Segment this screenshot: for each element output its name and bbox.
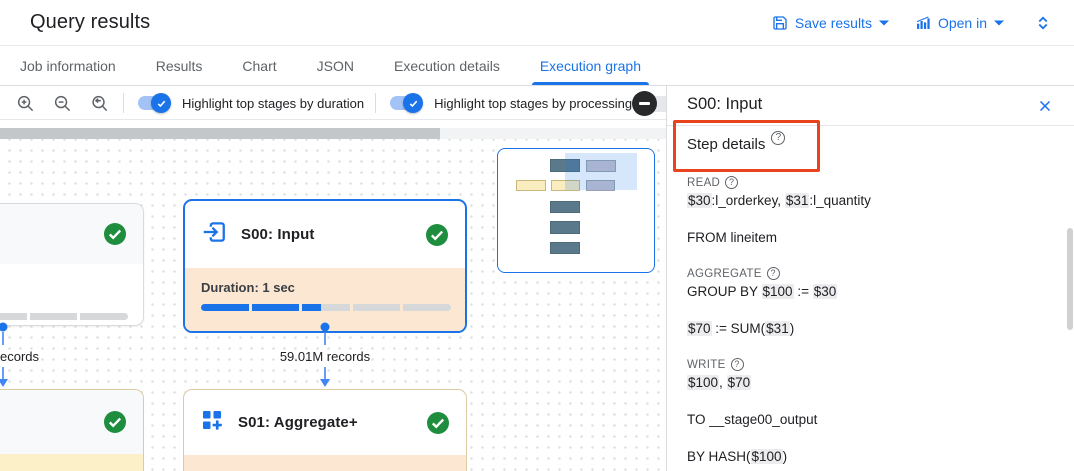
scrollbar-thumb[interactable]	[0, 128, 440, 139]
minimap-node	[550, 201, 580, 213]
chevron-down-icon	[878, 20, 889, 26]
stage-duration: Duration:	[200, 469, 450, 471]
edge-records-label: 59.01M records	[279, 349, 371, 364]
dark-toggle[interactable]	[632, 91, 666, 116]
minimap-node	[551, 180, 580, 191]
toolbar-divider	[123, 93, 124, 113]
open-in-button[interactable]: Open in	[915, 15, 1004, 31]
step-details-panel: S00: Input Step details ? READ? $30:l_ord…	[666, 86, 1074, 471]
chart-icon	[915, 15, 931, 31]
page-title: Query results	[30, 11, 151, 33]
tab-results[interactable]: Results	[155, 57, 203, 74]
section-label: AGGREGATE?	[687, 265, 1056, 282]
tab-execution-details[interactable]: Execution details	[393, 57, 500, 74]
minimap-node	[550, 242, 580, 254]
header: Query results Save results Open in	[0, 0, 1074, 46]
duration-band	[0, 454, 143, 471]
step-section: READ? $30:l_orderkey, $31:l_quantity	[687, 174, 1056, 211]
help-icon[interactable]: ?	[771, 131, 786, 145]
panel-title: S00: Input	[687, 95, 763, 113]
zoom-in-button[interactable]	[12, 90, 38, 116]
header-actions: Save results Open in	[772, 0, 1056, 46]
input-stage-icon	[201, 219, 227, 250]
toggle-duration-label: Highlight top stages by duration	[182, 95, 365, 111]
duration-band: Duration: 1 sec	[185, 268, 465, 331]
step-detail-line: $100, $70	[687, 375, 752, 390]
success-check-icon	[103, 410, 127, 434]
tab-chart[interactable]: Chart	[242, 57, 277, 74]
step-section: TO __stage00_output	[687, 410, 1056, 430]
chevron-down-icon	[994, 20, 1004, 26]
step-detail-line: $30:l_orderkey, $31:l_quantity	[687, 193, 871, 208]
save-results-label: Save results	[794, 15, 872, 31]
stage-title: S00: Input	[241, 226, 315, 243]
step-section: FROM lineitem	[687, 228, 1056, 248]
stage-node-s01[interactable]: S01: Aggregate+ Duration:	[183, 389, 467, 471]
stage-title: S01: Aggregate+	[238, 414, 358, 431]
tab-json[interactable]: JSON	[316, 57, 354, 74]
success-check-icon	[426, 411, 450, 435]
aggregate-stage-icon	[200, 408, 224, 437]
help-icon[interactable]: ?	[730, 358, 744, 371]
graph-minimap[interactable]	[497, 148, 655, 273]
help-icon[interactable]: ?	[766, 267, 780, 280]
edge-records-label-clipped: ecords	[0, 349, 40, 364]
zoom-reset-button[interactable]	[86, 90, 112, 116]
zoom-out-button[interactable]	[49, 90, 75, 116]
minimap-node	[586, 180, 615, 191]
minimap-node	[550, 221, 580, 234]
minimap-node	[550, 159, 580, 172]
open-in-label: Open in	[937, 15, 987, 31]
expand-collapse-button[interactable]	[1030, 10, 1056, 36]
section-label: WRITE?	[687, 356, 1056, 373]
close-icon[interactable]	[1036, 97, 1054, 115]
stage-duration: Duration: 1 sec	[201, 280, 295, 295]
stage-node-s00[interactable]: S00: Input Duration: 1 sec	[183, 199, 467, 333]
duration-band: Duration:	[184, 455, 466, 471]
toggle-highlight-duration[interactable]	[135, 93, 171, 113]
toolbar-divider	[375, 93, 377, 113]
execution-graph-canvas[interactable]: S00: Input Duration: 1 sec S01: Aggregat…	[0, 121, 666, 471]
step-details-heading: Step details ?	[687, 131, 786, 153]
stage-node-left-top[interactable]	[0, 203, 144, 326]
minimap-node	[586, 160, 616, 172]
help-icon[interactable]: ?	[725, 176, 739, 189]
step-section: $70 := SUM($31)	[687, 319, 1056, 339]
step-detail-line: $70 := SUM($31)	[687, 321, 795, 336]
panel-divider	[667, 125, 1074, 126]
stage-node-bottom-left[interactable]	[0, 389, 144, 471]
step-section: BY HASH($100)	[687, 447, 1056, 467]
toggle-highlight-processing[interactable]	[387, 93, 424, 113]
toggle-processing-label: Highlight top stages by processing	[434, 95, 633, 111]
horizontal-scrollbar[interactable]	[0, 128, 666, 139]
duration-progress-bar	[201, 304, 451, 311]
minimap-node	[516, 180, 546, 191]
save-icon	[772, 15, 788, 31]
step-detail-line: GROUP BY $100 := $30	[687, 284, 838, 299]
tab-job-information[interactable]: Job information	[20, 57, 116, 74]
step-detail-line: FROM lineitem	[687, 230, 778, 245]
save-results-button[interactable]: Save results	[772, 15, 889, 31]
panel-scrollbar-thumb[interactable]	[1067, 228, 1073, 330]
success-check-icon	[103, 222, 127, 246]
step-detail-line: TO __stage00_output	[687, 412, 818, 427]
section-label: READ?	[687, 174, 1056, 191]
step-section: AGGREGATE? GROUP BY $100 := $30	[687, 265, 1056, 302]
step-detail-line: BY HASH($100)	[687, 449, 788, 464]
graph-toolbar: Highlight top stages by duration Highlig…	[0, 87, 666, 120]
minus-icon	[639, 102, 650, 105]
tab-bar: Job information Results Chart JSON Execution…	[0, 46, 1074, 86]
success-check-icon	[425, 223, 449, 247]
minimap-viewport[interactable]	[565, 153, 637, 190]
tab-execution-graph[interactable]: Execution graph	[520, 46, 661, 85]
step-section: WRITE? $100, $70	[687, 356, 1056, 393]
